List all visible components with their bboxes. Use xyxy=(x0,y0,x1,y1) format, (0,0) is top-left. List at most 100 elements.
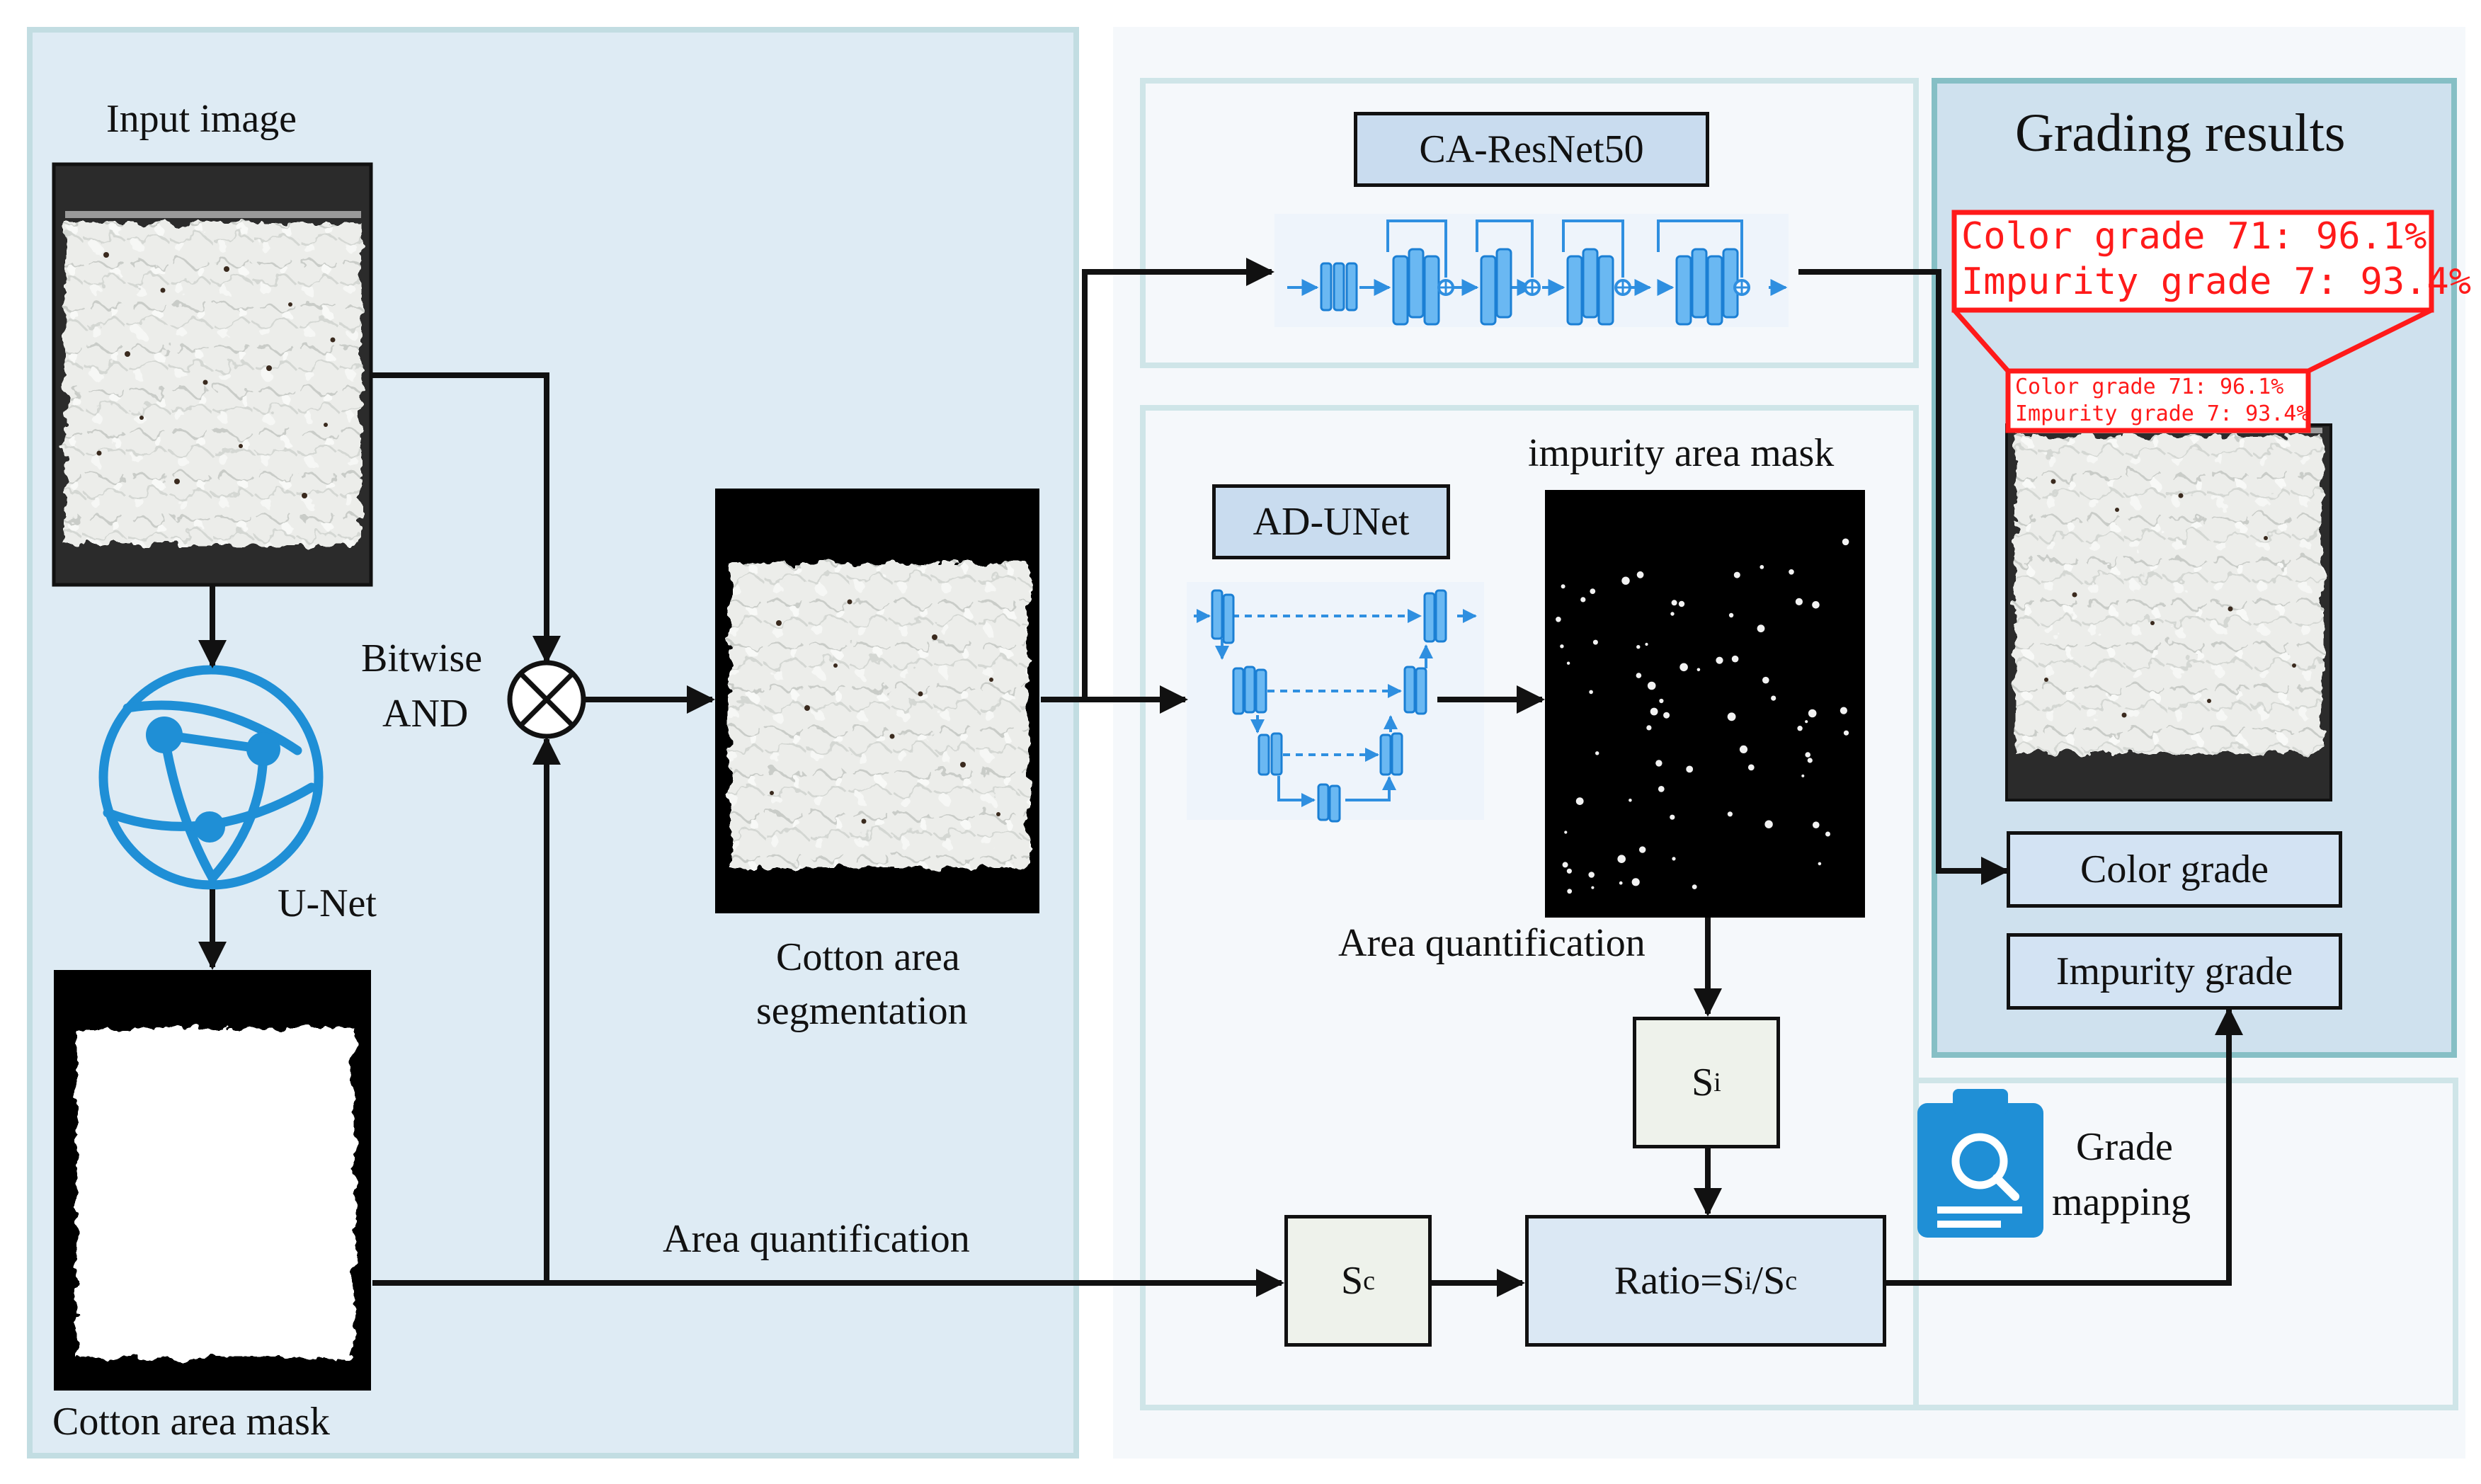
grade-mapping-line2: mapping xyxy=(2052,1180,2191,1224)
impurity-speck xyxy=(1731,655,1739,663)
unet-globe-icon xyxy=(98,665,324,890)
impurity-area-mask xyxy=(1545,490,1865,918)
impurity-speck xyxy=(1647,681,1656,690)
impurity-speck xyxy=(1671,600,1677,606)
segmentation-label-line1: Cotton area xyxy=(776,935,960,979)
segmentation-panel xyxy=(1140,405,1919,1410)
impurity-speck xyxy=(1808,709,1817,718)
impurity-speck xyxy=(1670,814,1675,820)
impurity-speck xyxy=(1650,707,1658,716)
area-quantification-top: Area quantification xyxy=(1338,921,1646,965)
impurity-speck xyxy=(1639,846,1646,853)
impurity-speck xyxy=(1566,661,1570,665)
impurity-speck xyxy=(1658,786,1665,792)
cotton-segmentation-image xyxy=(715,489,1039,913)
ad-unet-title: AD-UNet xyxy=(1212,484,1450,559)
impurity-speck xyxy=(1812,601,1820,609)
impurity-grade-box: Impurity grade xyxy=(2007,933,2342,1010)
impurity-speck xyxy=(1629,799,1632,802)
bitwise-label-line1: Bitwise xyxy=(361,637,483,680)
impurity-speck xyxy=(1556,617,1561,622)
cotton-area-mask xyxy=(54,970,371,1391)
ratio-mid: /S xyxy=(1752,1259,1786,1303)
impurity-speck xyxy=(1636,645,1641,649)
impurity-speck xyxy=(1818,862,1822,866)
sc-sub: c xyxy=(1363,1266,1376,1296)
impurity-speck xyxy=(1617,855,1626,863)
flow-arrows xyxy=(198,258,2243,1297)
impurity-speck xyxy=(1655,760,1662,767)
impurity-speck xyxy=(1561,584,1565,589)
impurity-speck xyxy=(1801,774,1805,777)
cotton-area-mask-label: Cotton area mask xyxy=(52,1400,330,1444)
impurity-speck xyxy=(1795,598,1803,606)
ratio-sub-2: c xyxy=(1785,1266,1798,1296)
segmentation-label-line2: segmentation xyxy=(756,989,968,1033)
impurity-speck xyxy=(1797,726,1803,731)
impurity-speck xyxy=(1619,881,1623,885)
impurity-speck xyxy=(1591,886,1595,889)
impurity-speck xyxy=(1590,588,1596,594)
impurity-speck xyxy=(1566,868,1572,874)
ratio-sub-1: i xyxy=(1744,1266,1752,1296)
impurity-speck xyxy=(1672,857,1676,861)
impurity-speck xyxy=(1595,751,1599,755)
grading-result-image xyxy=(2005,423,2332,801)
bitwise-and-operator xyxy=(507,660,586,739)
sc-base: S xyxy=(1340,1259,1364,1303)
impurity-speck xyxy=(1562,862,1568,868)
impurity-speck xyxy=(1679,663,1688,672)
impurity-speck xyxy=(1670,612,1675,616)
impurity-speck xyxy=(1588,872,1595,878)
grade-mapping-line1: Grade xyxy=(2076,1125,2173,1169)
impurity-speck xyxy=(1636,673,1642,678)
impurity-speck xyxy=(1621,576,1630,585)
impurity-speck xyxy=(1771,695,1776,701)
ad-unet-architecture xyxy=(1187,582,1484,823)
impurity-mask-label: impurity area mask xyxy=(1528,431,1835,475)
area-quantification-bottom: Area quantification xyxy=(663,1217,970,1261)
color-grade-box: Color grade xyxy=(2007,831,2342,908)
impurity-speck xyxy=(1759,565,1764,569)
input-image-label: Input image xyxy=(106,97,297,141)
impurity-speck xyxy=(1716,656,1723,664)
impurity-speck xyxy=(1592,639,1598,645)
impurity-speck xyxy=(1805,752,1810,758)
si-base: S xyxy=(1692,1061,1714,1105)
impurity-speck xyxy=(1678,600,1685,607)
impurity-speck xyxy=(1575,797,1584,805)
impurity-speck xyxy=(1567,889,1573,894)
input-image xyxy=(52,162,373,587)
small-overlay-line-2: Impurity grade 7: 93.4% xyxy=(2015,401,2310,426)
impurity-speck xyxy=(1762,676,1769,684)
impurity-speck xyxy=(1807,758,1813,763)
impurity-speck xyxy=(1739,745,1748,753)
grading-results-title: Grading results xyxy=(2015,103,2346,163)
grade-mapping-panel xyxy=(1917,1078,2458,1410)
impurity-speck xyxy=(1645,642,1648,646)
impurity-speck xyxy=(1842,538,1849,546)
impurity-speck xyxy=(1564,831,1568,834)
impurity-speck xyxy=(1728,612,1734,618)
overlay-line-2: Impurity grade 7: 93.4% xyxy=(1961,261,2472,303)
impurity-speck xyxy=(1825,831,1830,837)
ratio-prefix: Ratio=S xyxy=(1614,1259,1745,1303)
ca-resnet50-architecture xyxy=(1274,214,1789,327)
impurity-speck xyxy=(1764,820,1773,828)
impurity-speck xyxy=(1747,764,1755,771)
impurity-speck xyxy=(1805,720,1808,724)
impurity-speck xyxy=(1789,569,1794,575)
impurity-speck xyxy=(1840,707,1847,714)
impurity-speck xyxy=(1733,571,1740,578)
impurity-speck xyxy=(1727,811,1733,817)
impurity-speck xyxy=(1663,712,1670,719)
classification-panel xyxy=(1140,78,1919,368)
clipboard-search-icon xyxy=(1917,1089,2043,1238)
impurity-speck xyxy=(1580,597,1586,603)
ca-resnet50-title: CA-ResNet50 xyxy=(1354,112,1709,187)
unet-globe-nodes xyxy=(146,717,280,843)
